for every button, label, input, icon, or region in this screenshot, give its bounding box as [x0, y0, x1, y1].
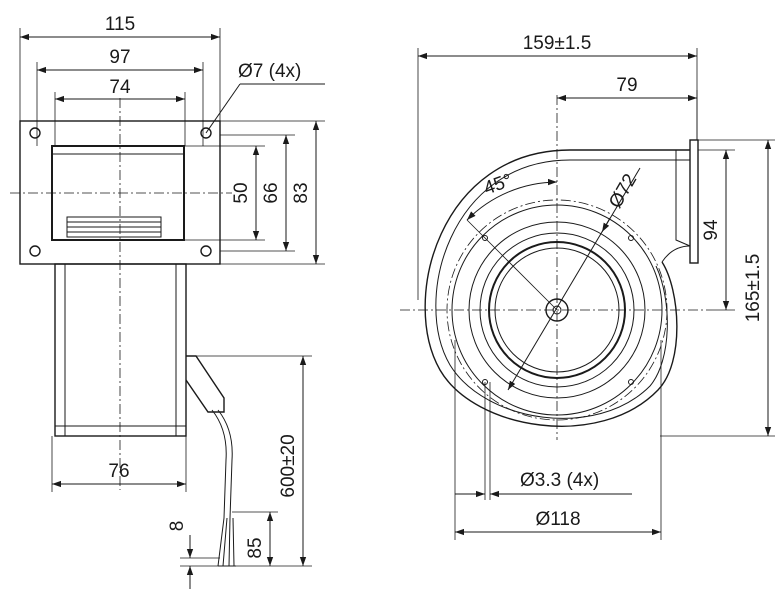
dim-cable-length: 600±20: [278, 434, 299, 497]
dim-axis-to-outlet: 79: [616, 75, 637, 96]
side-view: 115 97 74 Ø7 (4x) 50 66 83 76: [10, 14, 325, 589]
dim-outlet-height: 94: [701, 219, 722, 241]
dim-hole-diameter: Ø7 (4x): [238, 61, 301, 82]
scroll-housing: [424, 149, 690, 427]
dim-height-83: 83: [291, 182, 312, 203]
dim-impeller-diameter: Ø118: [535, 509, 580, 530]
dim-width-74: 74: [109, 77, 131, 98]
dim-mount-hole: Ø3.3 (4x): [520, 470, 599, 491]
dim-angle: 45°: [481, 170, 515, 200]
dim-strip-8: 8: [167, 521, 188, 532]
dim-height-50: 50: [231, 182, 252, 203]
dim-body-width: 76: [108, 461, 129, 482]
dim-front-height: 165±1.5: [743, 254, 764, 323]
dim-front-width: 159±1.5: [523, 33, 592, 54]
flange-holes: [29, 127, 212, 257]
dim-bolt-circle: Ø72: [605, 170, 641, 212]
cable-gland: [185, 355, 225, 413]
dim-strip-85: 85: [245, 537, 266, 558]
blower-body: [54, 263, 187, 437]
cable: [211, 409, 236, 567]
front-outlet-flange: [689, 139, 699, 264]
dim-height-66: 66: [261, 182, 282, 203]
dim-width-97: 97: [109, 47, 130, 68]
dim-width-115: 115: [105, 14, 135, 35]
front-view: 159±1.5 79 45° Ø72 94 165±1.5 Ø3.3 (4x): [400, 33, 775, 540]
